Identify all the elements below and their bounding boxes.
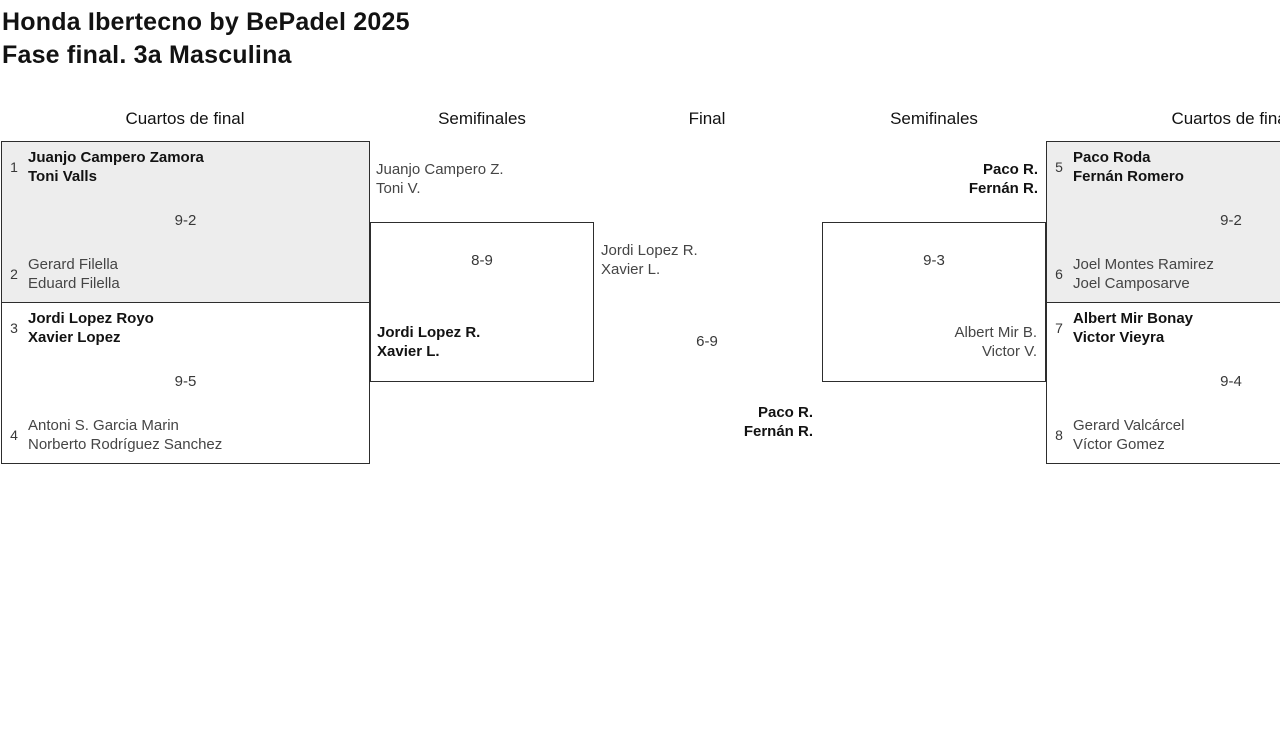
- match-score: 9-4: [1220, 373, 1242, 390]
- player-name: Gerard Filella: [28, 256, 119, 273]
- player-name: Gerard Valcárcel: [1073, 417, 1185, 434]
- player-name: Paco R.: [982, 161, 1038, 178]
- seed-number: 7: [1055, 320, 1063, 336]
- seed-number: 3: [10, 320, 18, 336]
- player-name: Paco Roda: [1073, 149, 1151, 166]
- player-name: Jordi Lopez R.: [377, 324, 481, 341]
- player-name: Joel Camposarve: [1073, 275, 1190, 292]
- player-name: Víctor Gomez: [1073, 436, 1165, 453]
- column-header-cuartos-left: Cuartos de final: [125, 109, 245, 128]
- team-loser: Antoni S. Garcia Marin Norberto Rodrígue…: [28, 416, 222, 454]
- player-name: Xavier L.: [601, 261, 661, 278]
- seed-number: 4: [10, 427, 18, 443]
- match-score: 9-2: [1220, 212, 1242, 229]
- team-winner: Jordi Lopez Royo Xavier Lopez: [28, 309, 154, 347]
- seed-number: 8: [1055, 427, 1063, 443]
- seed-number: 5: [1055, 159, 1063, 175]
- player-name: Paco R.: [757, 404, 813, 421]
- player-name: Albert Mir B.: [954, 324, 1037, 341]
- match-box-sf-left: 8-9 Jordi Lopez R. Xavier L.: [370, 222, 594, 382]
- player-name: Eduard Filella: [28, 275, 120, 292]
- sf-right-top-team: Paco R. Fernán R.: [822, 160, 1038, 198]
- player-name: Norberto Rodríguez Sanchez: [28, 436, 223, 453]
- column-header-semifinales-right: Semifinales: [890, 109, 978, 128]
- team-loser: Gerard Filella Eduard Filella: [28, 255, 120, 293]
- team-winner: Paco Roda Fernán Romero: [1073, 148, 1184, 186]
- player-name: Juanjo Campero Z.: [376, 161, 504, 178]
- final-champion-team: Paco R. Fernán R.: [601, 403, 813, 441]
- page-subtitle: Fase final. 3a Masculina: [2, 41, 292, 69]
- match-box-qf-left-2: 3 Jordi Lopez Royo Xavier Lopez 9-5 4 An…: [1, 302, 370, 464]
- player-name: Albert Mir Bonay: [1073, 310, 1194, 327]
- player-name: Toni V.: [376, 180, 421, 197]
- player-name: Fernán R.: [743, 423, 813, 440]
- player-name: Xavier Lopez: [28, 329, 121, 346]
- player-name: Fernán R.: [968, 180, 1038, 197]
- match-box-qf-right-2: 7 Albert Mir Bonay Victor Vieyra 9-4 8 G…: [1046, 302, 1280, 464]
- match-box-sf-right: 9-3 Albert Mir B. Victor V.: [822, 222, 1046, 382]
- seed-number: 1: [10, 159, 18, 175]
- team-winner: Juanjo Campero Zamora Toni Valls: [28, 148, 204, 186]
- sf-right-loser-team: Albert Mir B. Victor V.: [954, 323, 1037, 361]
- sf-left-winner-team: Jordi Lopez R. Xavier L.: [377, 323, 480, 361]
- team-winner: Albert Mir Bonay Victor Vieyra: [1073, 309, 1193, 347]
- player-name: Juanjo Campero Zamora: [28, 149, 204, 166]
- player-name: Antoni S. Garcia Marin: [28, 417, 179, 434]
- final-top-team: Jordi Lopez R. Xavier L.: [601, 241, 698, 279]
- match-score: 9-5: [174, 373, 197, 390]
- seed-number: 2: [10, 266, 18, 282]
- column-header-semifinales-left: Semifinales: [438, 109, 526, 128]
- player-name: Fernán Romero: [1073, 168, 1184, 185]
- match-box-qf-left-1: 1 Juanjo Campero Zamora Toni Valls 9-2 2…: [1, 141, 370, 303]
- match-score: 9-3: [923, 252, 945, 269]
- team-loser: Gerard Valcárcel Víctor Gomez: [1073, 416, 1184, 454]
- match-score: 8-9: [471, 252, 493, 269]
- match-box-qf-right-1: 5 Paco Roda Fernán Romero 9-2 6 Joel Mon…: [1046, 141, 1280, 303]
- player-name: Jordi Lopez R.: [601, 242, 698, 259]
- column-header-final: Final: [688, 109, 726, 128]
- player-name: Xavier L.: [377, 343, 440, 360]
- player-name: Toni Valls: [28, 168, 97, 185]
- player-name: Victor V.: [981, 343, 1037, 360]
- match-score: 9-2: [174, 212, 197, 229]
- player-name: Victor Vieyra: [1073, 329, 1165, 346]
- player-name: Jordi Lopez Royo: [28, 310, 154, 327]
- column-header-cuartos-right: Cuartos de final: [1171, 109, 1280, 128]
- team-loser: Joel Montes Ramirez Joel Camposarve: [1073, 255, 1214, 293]
- page-title: Honda Ibertecno by BePadel 2025: [2, 8, 410, 36]
- sf-left-top-team: Juanjo Campero Z. Toni V.: [376, 160, 504, 198]
- player-name: Joel Montes Ramirez: [1073, 256, 1214, 273]
- seed-number: 6: [1055, 266, 1063, 282]
- final-score: 6-9: [696, 333, 718, 350]
